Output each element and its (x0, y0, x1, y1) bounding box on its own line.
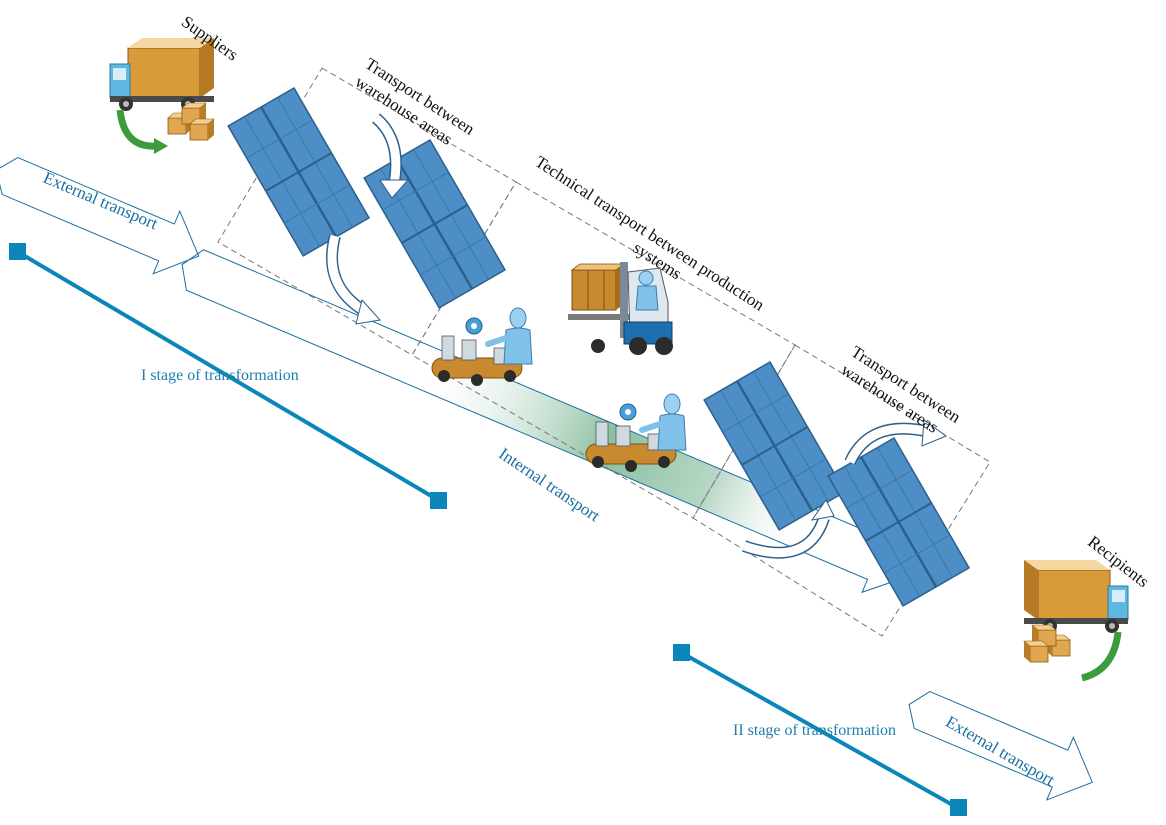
supplier-truck-icon (109, 37, 215, 154)
curved-arrow-icon (844, 419, 948, 465)
curved-arrow-icon (326, 234, 381, 325)
warehouse-rack-icon (226, 86, 371, 258)
warehouse-rack-icon (826, 436, 971, 608)
warehouse-rack-icon (362, 138, 507, 310)
internal-transport-arrow (181, 249, 914, 594)
conveyor-worker-icon (432, 308, 532, 386)
stage-two-label: II stage of transformation (733, 722, 897, 739)
curved-arrow-icon (371, 113, 410, 199)
recipient-truck-icon (1023, 559, 1129, 682)
forklift-icon (568, 262, 673, 355)
external-transport-arrow-left (0, 157, 200, 275)
external-transport-arrow-right (908, 691, 1093, 801)
stage-one-label: I stage of transformation (141, 367, 299, 384)
curved-arrow-icon (742, 499, 835, 559)
warehouse-area-1-region (217, 67, 517, 356)
stage-one-marker (9, 243, 447, 509)
stage-two-marker (673, 644, 967, 816)
